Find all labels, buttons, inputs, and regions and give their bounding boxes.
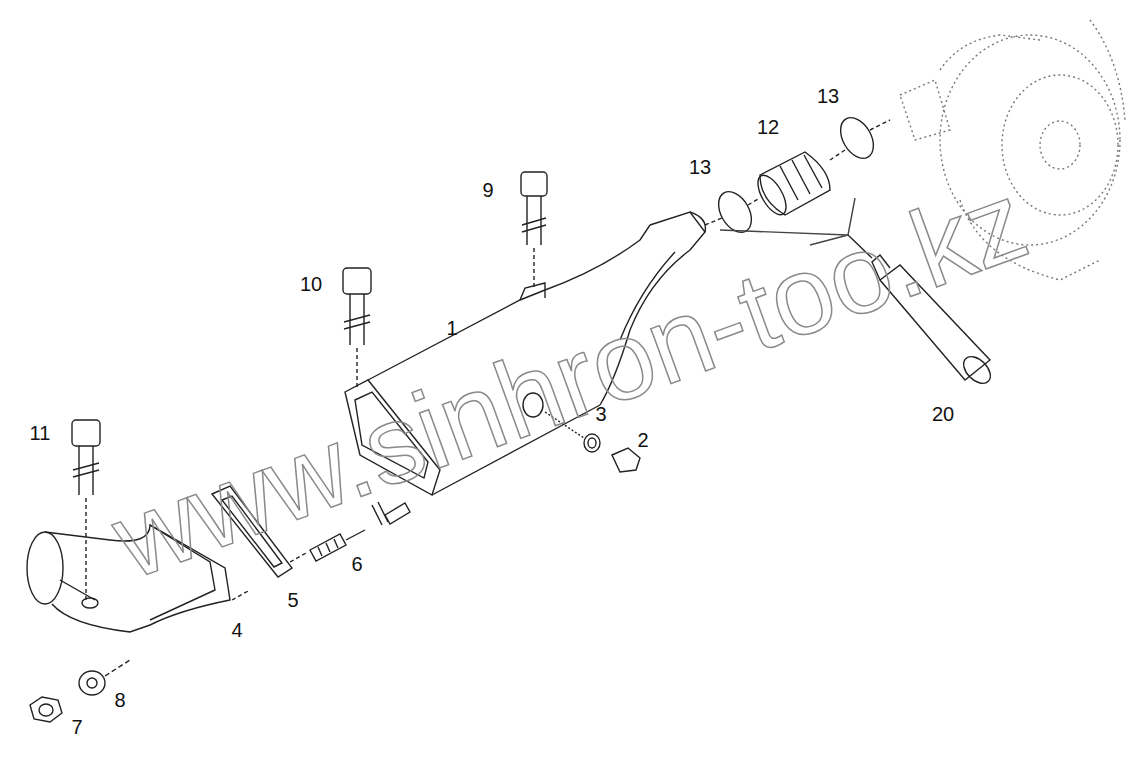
watermark: www.sinhron-too.kz bbox=[100, 164, 1040, 596]
callout-number: 1 bbox=[444, 317, 459, 339]
callout-number: 11 bbox=[28, 422, 53, 444]
callout-number: 10 bbox=[298, 273, 324, 295]
callout-number: 7 bbox=[69, 716, 84, 738]
callout-number: 20 bbox=[930, 403, 956, 425]
callout-number: 4 bbox=[229, 619, 244, 641]
callout-number: 13 bbox=[687, 156, 713, 178]
callout-number: 6 bbox=[349, 553, 364, 575]
callout-number: 12 bbox=[755, 116, 781, 138]
nut-washer bbox=[30, 660, 130, 722]
callout-number: 9 bbox=[480, 179, 495, 201]
callout-number: 8 bbox=[112, 689, 127, 711]
callout-number: 2 bbox=[635, 429, 650, 451]
callout-number: 5 bbox=[285, 589, 300, 611]
callout-number: 13 bbox=[815, 85, 841, 107]
